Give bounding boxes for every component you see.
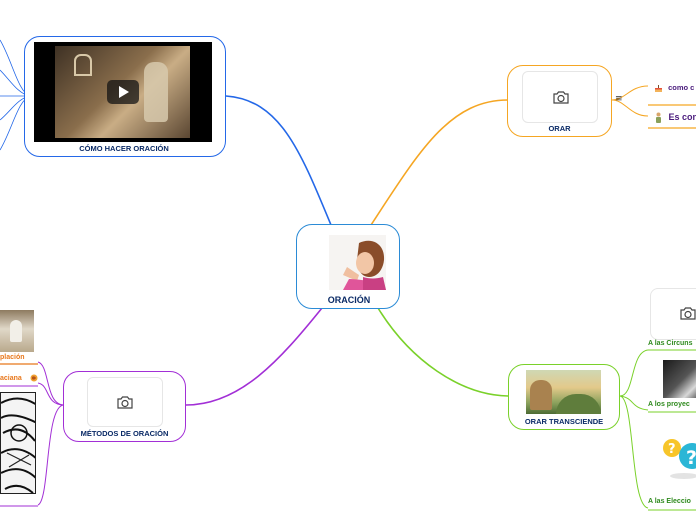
transciende-child-2[interactable]: A los proyec [648,401,690,408]
camera-icon [553,91,569,104]
person-icon [654,112,663,124]
svg-text:?: ? [686,447,696,469]
orar-child-2[interactable]: Es con [654,112,696,124]
branch-label-orar: ORAR [548,124,571,133]
contemplation-photo [0,310,34,352]
image-placeholder [87,377,163,427]
orar-notes-icon[interactable]: ≡ [615,94,623,104]
transciende-child-2-image [663,360,696,398]
branch-label-orar-transciende: ORAR TRANSCIENDE [524,417,604,426]
question-marks-image: ? ? [660,436,696,482]
branch-node-orar-transciende[interactable]: ORAR TRANSCIENDE [508,364,620,430]
transciende-child-1-image [650,288,696,340]
branch-node-como-hacer[interactable]: CÓMO HACER ORACIÓN [24,36,226,157]
globe-icon [30,374,38,382]
camera-icon [117,396,133,409]
cake-icon [654,84,663,93]
branch-label-como-hacer: CÓMO HACER ORACIÓN [79,144,169,153]
orar-child-1[interactable]: como c [654,83,694,93]
play-icon[interactable] [107,80,139,104]
image-placeholder [522,71,598,123]
metodos-child-1[interactable]: plación [0,354,25,361]
svg-text:?: ? [668,442,676,457]
video-thumbnail[interactable] [34,42,212,142]
branch-node-metodos[interactable]: MÉTODOS DE ORACIÓN [63,371,186,442]
landscape-photo [526,370,601,414]
praying-child-image [329,235,386,290]
central-topic-label: ORACIÓN [327,295,371,305]
camera-icon [680,307,696,320]
branch-label-metodos: MÉTODOS DE ORACIÓN [80,429,169,438]
central-topic-node[interactable]: ORACIÓN [296,224,400,309]
metodos-child-2[interactable]: aciana [0,374,38,382]
branch-node-orar[interactable]: ORAR [507,65,612,137]
engraving-image [0,392,36,494]
transciende-child-1[interactable]: A las Circuns [648,340,693,347]
transciende-child-3[interactable]: A las Eleccio [648,498,691,505]
